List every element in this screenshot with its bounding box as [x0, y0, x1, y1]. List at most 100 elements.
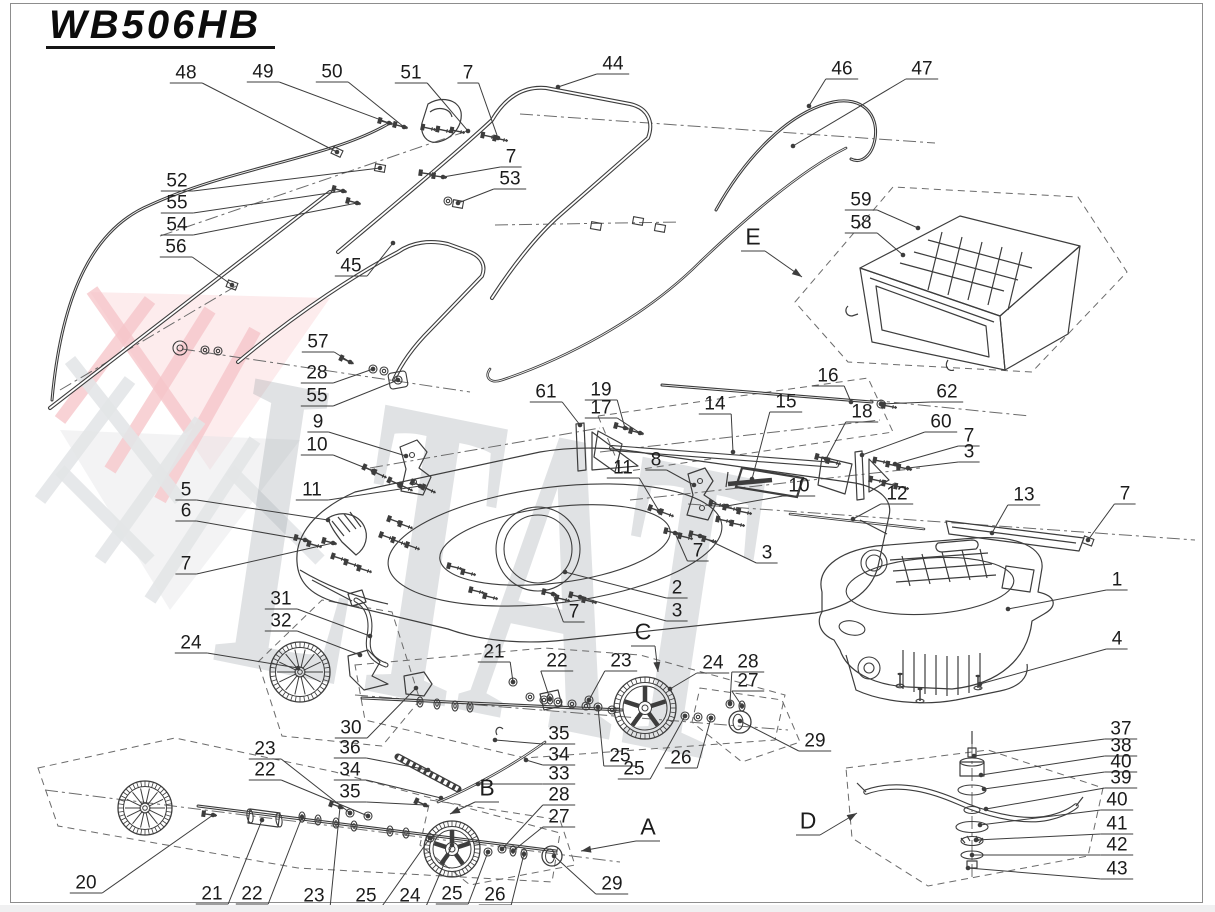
- callout-16: 16: [811, 366, 854, 405]
- callout-41: 41: [973, 814, 1134, 843]
- callout-27: 27: [510, 807, 576, 854]
- part-number: 23: [303, 886, 324, 907]
- part-outline: [859, 215, 1081, 317]
- fastener-b: [356, 564, 373, 574]
- part-number: 61: [535, 382, 556, 403]
- part-number: 15: [775, 392, 796, 413]
- fastener-b: [392, 120, 409, 130]
- part-number: 5: [181, 480, 192, 501]
- part-number: 10: [306, 435, 327, 456]
- part-outline: [347, 589, 367, 607]
- callout-27: 27: [731, 671, 765, 709]
- callout-48: 48: [169, 63, 340, 155]
- part-outline: [593, 430, 623, 473]
- fastener-w: [553, 697, 563, 707]
- fastener-b: [677, 532, 694, 541]
- part-outline: [854, 450, 865, 501]
- part-number: 23: [254, 739, 275, 760]
- part-outline: [686, 467, 717, 521]
- center-axis-line: [687, 503, 1196, 541]
- fastener-e: [433, 698, 441, 710]
- fastener-vb: [973, 674, 983, 691]
- fastener-e: [332, 817, 340, 829]
- fastener-r: [589, 221, 603, 231]
- part-number: 3: [964, 442, 975, 463]
- callout-40: 40: [981, 752, 1138, 792]
- part-number: 13: [1013, 485, 1034, 506]
- callout-58: 58: [844, 213, 906, 258]
- part-number: 43: [1106, 859, 1127, 880]
- callout-36: 36: [333, 738, 431, 773]
- part-number: 7: [964, 426, 975, 447]
- tube-highlight: [361, 697, 623, 711]
- fastener-b: [663, 527, 680, 536]
- part-number: 60: [930, 412, 951, 433]
- callout-26: 26: [664, 715, 714, 769]
- part-number: 62: [936, 382, 957, 403]
- part-circle: [408, 451, 416, 459]
- part-circle: [698, 504, 706, 512]
- washer-ellipse: [963, 805, 981, 815]
- callout-3: 3: [577, 594, 688, 622]
- part-number: 7: [506, 147, 517, 168]
- fastener-e: [386, 825, 394, 837]
- part-number: 39: [1110, 768, 1131, 789]
- callout-B: B: [449, 775, 499, 815]
- center-axis-line: [59, 285, 237, 391]
- fastener-b: [330, 552, 347, 562]
- callout-51: 51: [394, 63, 471, 134]
- callout-35: 35: [492, 724, 576, 745]
- part-number: 45: [340, 256, 361, 277]
- center-axis-line: [159, 129, 471, 237]
- fastener-b: [306, 539, 323, 549]
- tube-highlight: [661, 384, 873, 403]
- callout-25: 25: [595, 704, 637, 767]
- dashed-group-outline: [845, 749, 1104, 887]
- callout-3: 3: [697, 533, 778, 564]
- part-number: 4: [1112, 629, 1123, 650]
- washer-ellipse: [959, 757, 985, 767]
- part-outline: [495, 726, 504, 736]
- tube-part: [50, 122, 390, 402]
- tube-highlight: [864, 785, 1078, 822]
- fastener-b: [413, 797, 429, 808]
- fastener-b: [893, 482, 910, 491]
- callout-6: 6: [175, 501, 308, 543]
- part-number: 26: [484, 885, 505, 906]
- part-number: 24: [399, 886, 421, 907]
- callout-50: 50: [315, 62, 407, 130]
- callout-11: 11: [295, 480, 423, 501]
- callout-38: 38: [978, 736, 1138, 778]
- fastener-b: [613, 421, 630, 431]
- part-number: 21: [201, 884, 222, 905]
- fastener-w: [693, 712, 703, 722]
- callout-56: 56: [159, 237, 235, 288]
- callout-35: 35: [333, 782, 428, 808]
- callout-2: 2: [562, 569, 688, 599]
- part-number: 24: [702, 653, 724, 674]
- part-number: 20: [75, 873, 96, 894]
- tube-highlight: [49, 191, 331, 409]
- callout-47: 47: [790, 59, 939, 149]
- part-number: 48: [175, 63, 196, 84]
- tube-highlight: [437, 741, 546, 803]
- part-outline: [868, 458, 890, 493]
- callout-7: 7: [440, 147, 522, 180]
- spring-coils: [396, 755, 460, 791]
- part-outline: [403, 671, 433, 697]
- callout-14: 14: [698, 394, 736, 455]
- fastener-w: [443, 196, 453, 206]
- fastener-r: [373, 163, 387, 173]
- callout-30: 30: [334, 685, 419, 739]
- washer-ellipse: [439, 504, 671, 586]
- callout-22: 22: [235, 814, 305, 905]
- tube-highlight: [197, 805, 557, 852]
- callout-24: 24: [174, 633, 301, 671]
- part-outline: [960, 835, 984, 844]
- part-outline: [856, 782, 1084, 807]
- part-outline: [399, 439, 432, 496]
- callout-E: E: [741, 224, 803, 278]
- fastener-b: [468, 586, 485, 595]
- part-number: 47: [911, 59, 932, 80]
- fastener-b: [446, 562, 463, 571]
